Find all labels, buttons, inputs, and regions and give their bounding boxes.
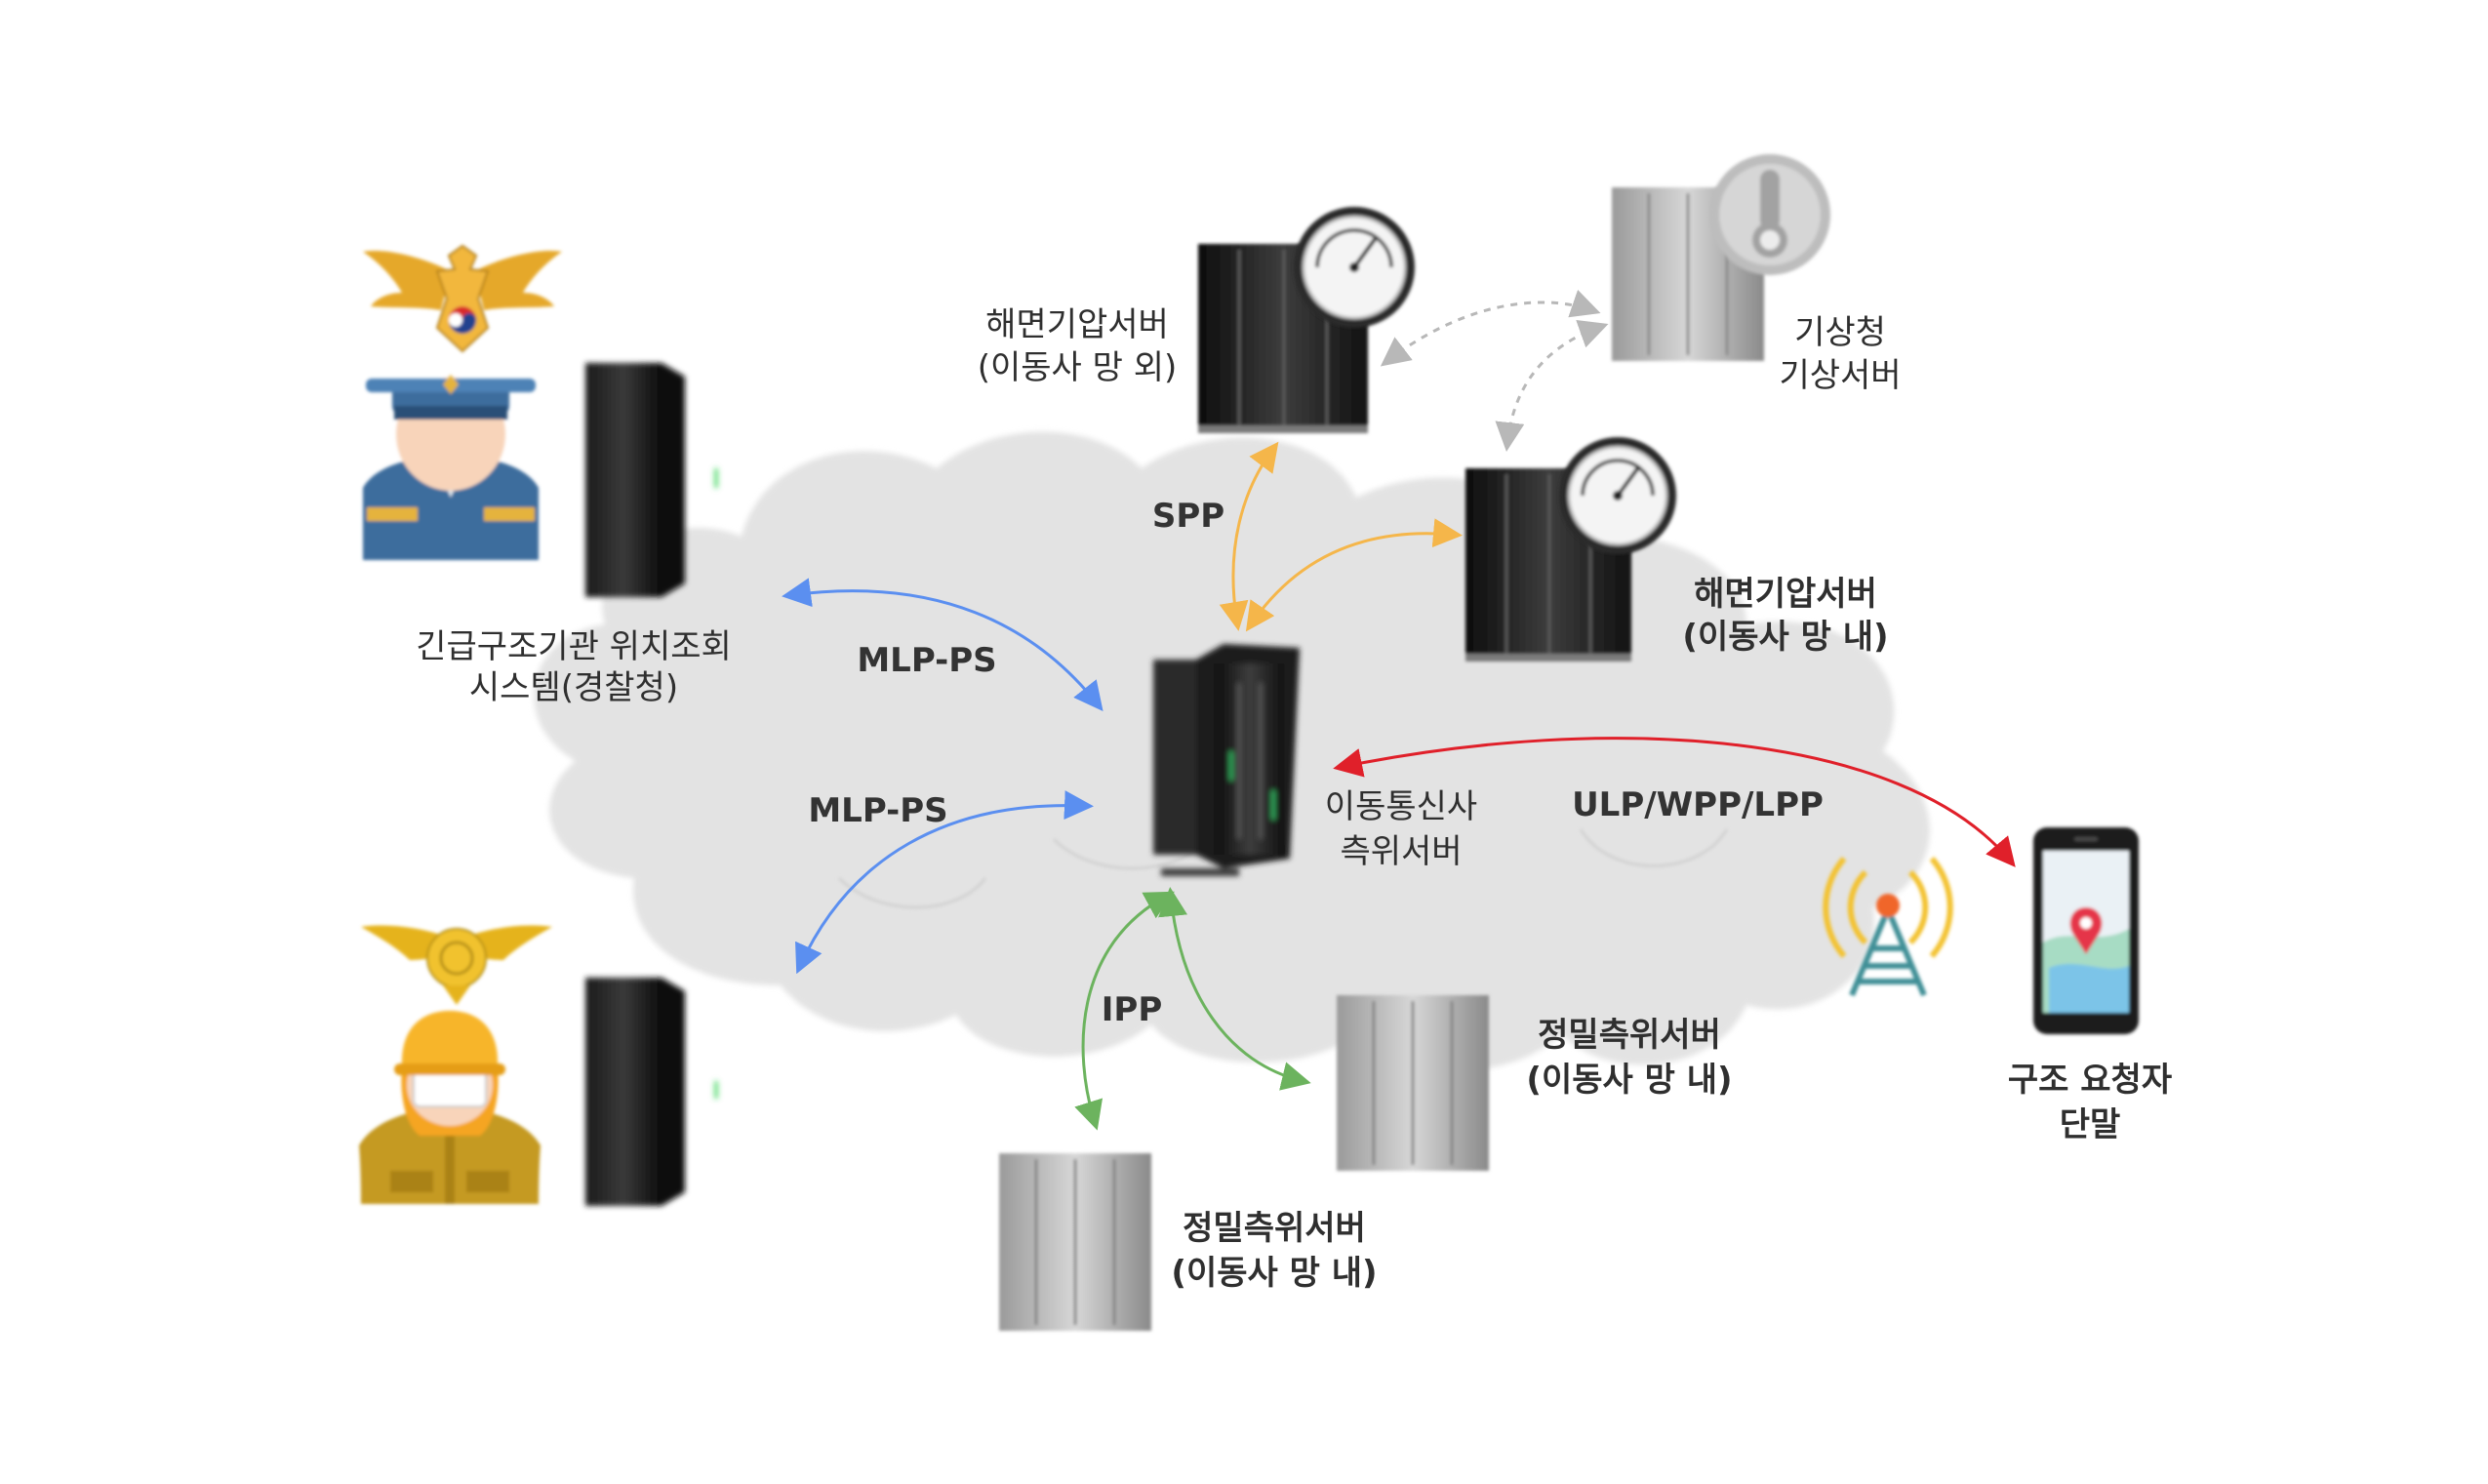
mlp-police-arrow bbox=[782, 578, 1104, 712]
pressure-outside-label-line2: (이동사 망 외) bbox=[978, 348, 1178, 387]
protocol-ulp-label: ULP/WPP/LPP bbox=[1572, 785, 1824, 824]
pressure-inside-label-line2: (이동사 망 내) bbox=[1682, 618, 1888, 657]
firefighter-icon bbox=[359, 1011, 541, 1204]
protocol-ipp-label: IPP bbox=[1102, 990, 1163, 1029]
ulp-arrow bbox=[1333, 737, 2016, 867]
cell-tower-icon bbox=[1823, 857, 1953, 997]
spp-outside-arrow bbox=[1219, 441, 1279, 631]
central-server-label-line2: 측위서버 bbox=[1340, 832, 1462, 871]
police-officer-icon bbox=[363, 375, 539, 560]
mlp-fire-arrow bbox=[795, 790, 1094, 975]
terminal-label-line2: 단말 bbox=[2060, 1105, 2121, 1144]
precise-server-a-label-line2: (이동사 망 내) bbox=[1526, 1061, 1732, 1100]
weather-server-label-line1: 기상청 bbox=[1794, 313, 1886, 352]
central-server-label-line1: 이동통신사 bbox=[1325, 787, 1477, 826]
fire-server-icon bbox=[585, 978, 718, 1206]
rescue-terminal-phone-icon bbox=[2033, 827, 2139, 1034]
precise-server-b-label-line1: 정밀측위서버 bbox=[1183, 1209, 1366, 1248]
protocol-mlp-police-label: MLP-PS bbox=[857, 641, 996, 680]
terminal-label-line1: 구조 요청자 bbox=[2008, 1061, 2172, 1100]
central-positioning-server-icon bbox=[1153, 644, 1300, 876]
spp-inside-arrow bbox=[1245, 518, 1463, 632]
pressure-gauge-outside-icon bbox=[1294, 207, 1415, 328]
ipp-arrow-b bbox=[1158, 887, 1311, 1091]
weather-link-a bbox=[1380, 289, 1601, 367]
fire-emblem-icon bbox=[361, 925, 552, 1005]
police-system-label-line2: 시스템(경찰청) bbox=[469, 668, 678, 707]
labels: 긴급구조기관 위치조회 시스템(경찰청) 이동통신사 측위서버 해면기압서버 (… bbox=[416, 305, 2172, 1293]
pressure-gauge-inside-icon bbox=[1559, 437, 1676, 554]
police-server-icon bbox=[585, 363, 718, 597]
precise-server-a-label-line1: 정밀측위서버 bbox=[1538, 1016, 1721, 1055]
precise-server-b-label-line2: (이동사 망 내) bbox=[1171, 1254, 1377, 1293]
precise-server-a-icon bbox=[1337, 995, 1489, 1171]
protocol-spp-label: SPP bbox=[1152, 497, 1224, 536]
police-system-label-line1: 긴급구조기관 위치조회 bbox=[416, 627, 732, 666]
ipp-arrow-a bbox=[1074, 891, 1175, 1131]
police-emblem-icon bbox=[363, 244, 562, 353]
connections bbox=[782, 289, 2016, 1131]
pressure-inside-label-line1: 해면기압서버 bbox=[1694, 575, 1877, 614]
pressure-outside-label-line1: 해면기압서버 bbox=[985, 305, 1169, 344]
precise-server-b-icon bbox=[999, 1153, 1151, 1331]
thermometer-icon bbox=[1709, 154, 1830, 275]
weather-link-b bbox=[1495, 319, 1609, 452]
weather-server-label-line2: 기상서버 bbox=[1779, 356, 1901, 395]
protocol-mlp-fire-label: MLP-PS bbox=[808, 791, 947, 830]
